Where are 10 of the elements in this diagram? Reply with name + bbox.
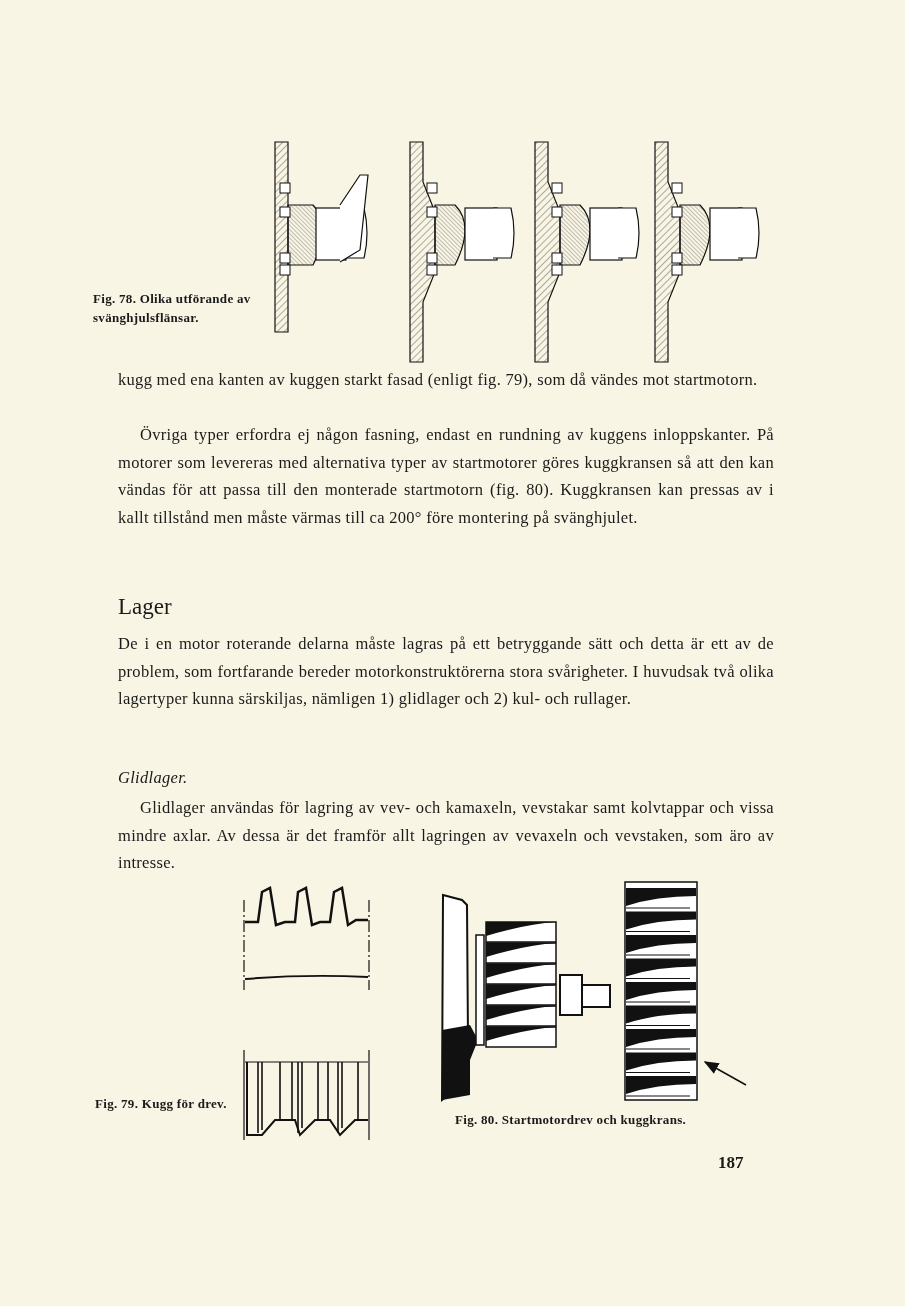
- body-paragraph: Övriga typer erfordra ej någon fasning, endast en rundning av kuggens inloppskanter. På motorer som levereras med alternativa typer av startmotorer göres kuggkransen så att den kan vändas för att passa till den monterade startmotorn (fig. 80). Kuggkransen kan pressas av i kallt tillstånd men måste värmas till ca 200° före montering på svänghjulet.: [118, 424, 774, 529]
- section-heading: Lager: [118, 594, 172, 620]
- subsection-heading: Glidlager.: [118, 767, 188, 789]
- body-paragraph: Glidlager användas för lagring av vev- och kamaxeln, vevstakar samt kolvtappar och vissa mindre axlar. Av dessa är det framför allt lagringen av vevaxeln och vevstaken, som äro av intresse.: [118, 797, 774, 874]
- figure-caption: Fig. 79. Kugg för drev.: [95, 1095, 227, 1113]
- body-paragraph: De i en motor roterande delarna måste lagras på ett betryggande sätt och detta är ett av de problem, som fortfarande bereder motorkonstruktörerna stora svårigheter. I huvudsak två olika lagertyper kunna särskiljas, nämligen 1) glidlager och 2) kul- och rullager.: [118, 633, 774, 710]
- figure-caption: Fig. 78. Olika utförande av svänghjulsflänsar.: [93, 290, 252, 327]
- body-paragraph: kugg med ena kanten av kuggen starkt fasad (enligt fig. 79), som då vändes mot startmotorn.: [118, 369, 759, 391]
- figure-caption: Fig. 80. Startmotordrev och kuggkrans.: [455, 1111, 687, 1129]
- page-number: 187: [718, 1153, 744, 1173]
